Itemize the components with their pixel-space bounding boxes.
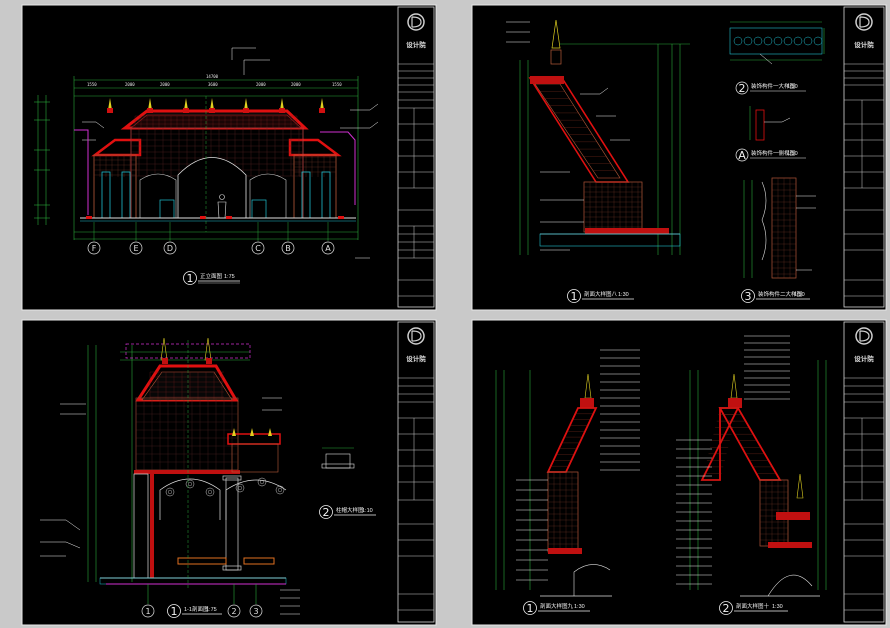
axis-bubble	[87, 241, 101, 255]
axis-bubble	[281, 241, 295, 255]
title-number: 1	[187, 272, 194, 285]
axis-label: E	[133, 244, 138, 253]
section-detail-10	[676, 335, 827, 597]
dimension-label: 2000	[125, 82, 135, 87]
svg-text:2: 2	[739, 82, 746, 95]
sheet-roof-sections[interactable]: 设计院	[471, 319, 887, 626]
detail-title-1: 1 剖面大样图八 1:30	[567, 289, 634, 303]
svg-text:1:30: 1:30	[574, 604, 585, 610]
title-text: 正立面图	[200, 272, 223, 280]
title-block: 设计院	[397, 321, 435, 623]
axis-bubble	[321, 241, 335, 255]
axis-label: B	[285, 244, 291, 253]
section-title: 1 1-1剖面图 1:75	[167, 604, 222, 618]
svg-text:剖面大样图八: 剖面大样图八	[584, 290, 618, 298]
dimension-label: 2000	[160, 82, 170, 87]
svg-text:装饰构件二大样图: 装饰构件二大样图	[758, 290, 803, 298]
svg-text:1: 1	[571, 290, 578, 303]
svg-text:剖面大样图十: 剖面大样图十	[736, 602, 770, 610]
axis-label: C	[255, 244, 261, 253]
dimension-label: 1550	[87, 82, 97, 87]
axis-label: 2	[231, 607, 236, 616]
drawing-title: 1 正立面图 1:75	[183, 271, 240, 285]
svg-text:1: 1	[527, 602, 534, 615]
firm-name: 设计院	[854, 354, 874, 363]
axis-label: 3	[253, 607, 258, 616]
svg-text:1:10: 1:10	[787, 151, 798, 157]
section-detail-8	[506, 19, 690, 255]
detail-title-10: 2 剖面大样图十 1:30	[719, 601, 788, 615]
title-block: 设计院	[843, 6, 885, 308]
sheet-front-elevation[interactable]: 设计院	[21, 4, 437, 311]
decoration-side-view: A 装饰构件一侧视图 1:10	[735, 106, 806, 162]
axis-bubble	[141, 604, 155, 618]
svg-text:A: A	[738, 149, 746, 162]
detail-title-9: 1 剖面大样图九 1:30	[523, 601, 590, 615]
sheet-cross-section[interactable]: 设计院	[21, 319, 437, 626]
axis-bubble	[129, 241, 143, 255]
svg-text:装饰构件一侧视图: 装饰构件一侧视图	[751, 149, 796, 157]
decoration-detail-3	[743, 177, 816, 279]
title-block: 设计院	[397, 6, 435, 308]
decoration-detail-1	[729, 21, 825, 65]
firm-name: 设计院	[406, 354, 426, 363]
svg-text:2: 2	[323, 506, 330, 519]
svg-text:1:30: 1:30	[618, 292, 629, 298]
axis-bubble	[227, 604, 241, 618]
column-cap-detail: 2 柱帽大样图 1:10	[319, 447, 376, 519]
section-detail-9	[495, 349, 640, 597]
detail-title-2: 2 装饰构件一大样图 1:10	[735, 81, 806, 95]
svg-text:3: 3	[745, 290, 752, 303]
total-dim: 14700	[206, 74, 219, 79]
sheet-section-details[interactable]: 设计院	[471, 4, 887, 311]
dimension-label: 3600	[208, 82, 218, 87]
top-dimensions: 14700 1550 2000 2000 3600 2000 2000 1550	[73, 74, 359, 240]
leader-callouts	[82, 47, 379, 259]
axis-bubble	[251, 241, 265, 255]
svg-text:剖面大样图九: 剖面大样图九	[540, 602, 574, 610]
title-scale: 1:75	[224, 274, 235, 280]
title-block: 设计院	[843, 321, 885, 623]
dimension-label: 2000	[291, 82, 301, 87]
gate-elevation	[74, 96, 356, 232]
svg-text:柱帽大样图: 柱帽大样图	[336, 506, 364, 514]
firm-name: 设计院	[854, 40, 874, 49]
axis-label: F	[92, 244, 97, 253]
section-axes: 1 2 3	[141, 584, 263, 618]
svg-text:1:10: 1:10	[794, 292, 805, 298]
dimension-label: 2000	[256, 82, 266, 87]
axis-label: A	[325, 244, 331, 253]
axis-label: D	[167, 244, 173, 253]
svg-text:1: 1	[171, 605, 178, 618]
svg-text:1-1剖面图: 1-1剖面图	[184, 605, 209, 613]
svg-text:2: 2	[723, 602, 730, 615]
section-1-1	[40, 337, 300, 615]
detail-title-3: 3 装饰构件二大样图 1:10	[741, 289, 810, 303]
dimension-label: 1550	[332, 82, 342, 87]
axis-bubble	[163, 241, 177, 255]
firm-name: 设计院	[406, 40, 426, 49]
axis-label: 1	[145, 607, 150, 616]
svg-text:1:10: 1:10	[787, 84, 798, 90]
axis-bubble	[249, 604, 263, 618]
svg-text:1:75: 1:75	[206, 607, 217, 613]
left-dimensions	[34, 95, 50, 225]
svg-text:1:10: 1:10	[362, 508, 373, 514]
svg-text:1:30: 1:30	[772, 604, 783, 610]
svg-text:装饰构件一大样图: 装饰构件一大样图	[751, 82, 796, 90]
